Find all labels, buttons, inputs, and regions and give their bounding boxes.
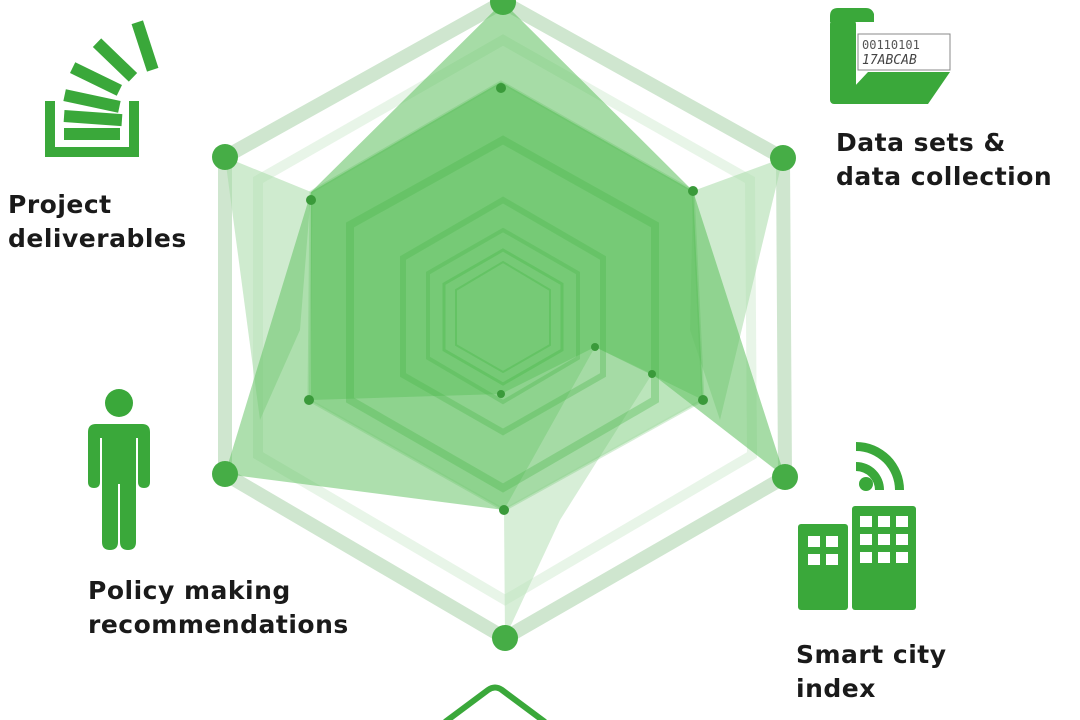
label-line: Data sets & <box>836 128 1006 157</box>
label-line: Project <box>8 190 112 219</box>
label-data-sets: Data sets & data collection <box>836 126 1052 194</box>
svg-text:00110101: 00110101 <box>862 38 920 52</box>
series-light-c <box>504 347 652 638</box>
stack-deliverables-icon <box>45 20 159 157</box>
house-roof-icon <box>443 684 547 720</box>
label-line: index <box>796 674 876 703</box>
smart-city-building-wifi-icon <box>798 442 916 610</box>
person-icon <box>88 389 150 550</box>
grid-ring-2 <box>442 248 564 386</box>
grid-ring-5 <box>346 135 659 493</box>
label-line: data collection <box>836 162 1053 191</box>
inner-dots <box>304 83 708 515</box>
svg-text:17ABCAB: 17ABCAB <box>862 53 917 68</box>
label-smart-city: Smart city index <box>796 638 947 706</box>
grid-ring-3 <box>426 227 580 405</box>
grid-ring-1 <box>455 260 551 374</box>
grid-ring-4 <box>400 196 606 436</box>
label-line: recommendations <box>88 610 349 639</box>
outer-dots <box>212 0 798 651</box>
folder-data-icon: 00110101 17ABCAB <box>830 8 951 104</box>
series-2 <box>225 82 703 510</box>
series-light-a <box>225 157 311 420</box>
label-project-deliverables: Project deliverables <box>8 188 187 256</box>
label-line: Smart city <box>796 640 947 669</box>
label-line: deliverables <box>8 224 187 253</box>
label-policy-making: Policy making recommendations <box>88 574 349 642</box>
label-line: Policy making <box>88 576 291 605</box>
